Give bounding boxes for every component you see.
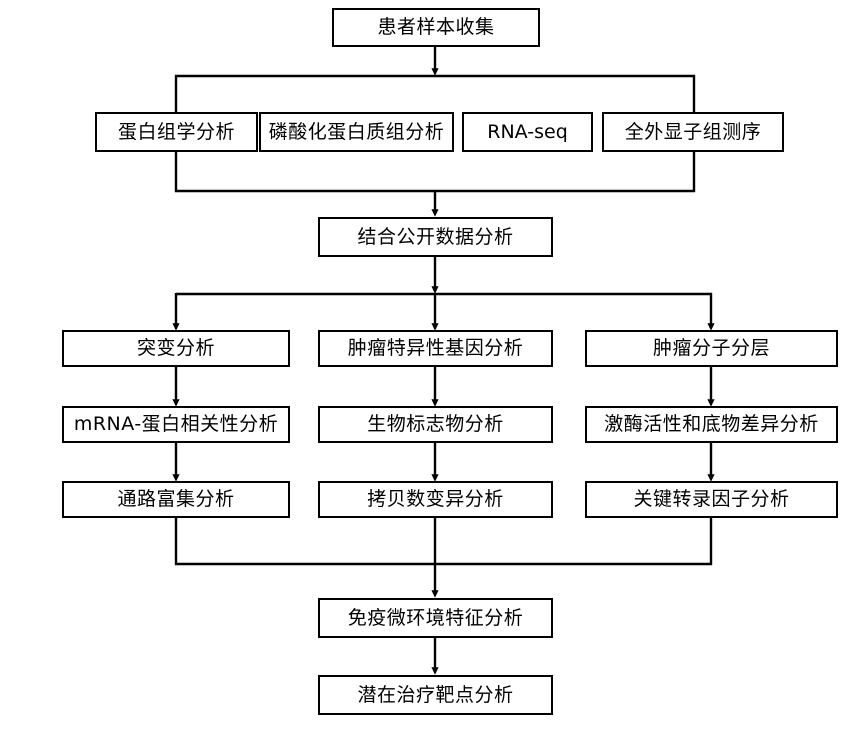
- node-label: 拷贝数变异分析: [367, 488, 504, 511]
- node-potential-therapeutic-target-analysis[interactable]: 潜在治疗靶点分析: [318, 675, 553, 715]
- node-label: 患者样本收集: [377, 16, 495, 39]
- node-label: 潜在治疗靶点分析: [357, 683, 514, 706]
- node-label: 肿瘤特异性基因分析: [347, 337, 524, 360]
- node-label: 免疫微环境特征分析: [347, 606, 524, 629]
- node-label: 关键转录因子分析: [633, 488, 790, 511]
- node-proteomics-analysis[interactable]: 蛋白组学分析: [95, 112, 258, 152]
- node-patient-sample-collection[interactable]: 患者样本收集: [332, 8, 540, 47]
- node-tumor-specific-gene-analysis[interactable]: 肿瘤特异性基因分析: [318, 330, 553, 367]
- node-key-transcription-factor-analysis[interactable]: 关键转录因子分析: [585, 481, 838, 518]
- node-label: 通路富集分析: [117, 488, 235, 511]
- node-label: 突变分析: [136, 337, 215, 360]
- node-immune-microenvironment-analysis[interactable]: 免疫微环境特征分析: [318, 598, 553, 638]
- node-mrna-protein-correlation-analysis[interactable]: mRNA-蛋白相关性分析: [62, 406, 290, 443]
- node-label: 肿瘤分子分层: [652, 337, 770, 360]
- node-tumor-molecular-stratification[interactable]: 肿瘤分子分层: [585, 330, 838, 367]
- node-pathway-enrichment-analysis[interactable]: 通路富集分析: [62, 481, 290, 518]
- node-whole-exome-sequencing[interactable]: 全外显子组测序: [602, 112, 784, 152]
- node-label: 磷酸化蛋白质组分析: [268, 120, 445, 143]
- node-label: 蛋白组学分析: [117, 120, 235, 143]
- node-label: 激酶活性和底物差异分析: [604, 413, 819, 436]
- node-kinase-activity-substrate-analysis[interactable]: 激酶活性和底物差异分析: [585, 406, 838, 443]
- node-label: mRNA-蛋白相关性分析: [73, 413, 279, 436]
- node-label: 生物标志物分析: [367, 413, 504, 436]
- node-rna-seq[interactable]: RNA-seq: [462, 112, 593, 152]
- node-public-data-integration[interactable]: 结合公开数据分析: [318, 217, 553, 257]
- node-mutation-analysis[interactable]: 突变分析: [62, 330, 290, 367]
- node-label: 全外显子组测序: [624, 120, 762, 143]
- node-biomarker-analysis[interactable]: 生物标志物分析: [318, 406, 553, 443]
- node-copy-number-variation-analysis[interactable]: 拷贝数变异分析: [318, 481, 553, 518]
- node-label: RNA-seq: [487, 120, 568, 143]
- node-label: 结合公开数据分析: [357, 225, 514, 248]
- node-phosphoproteomics-analysis[interactable]: 磷酸化蛋白质组分析: [259, 112, 454, 152]
